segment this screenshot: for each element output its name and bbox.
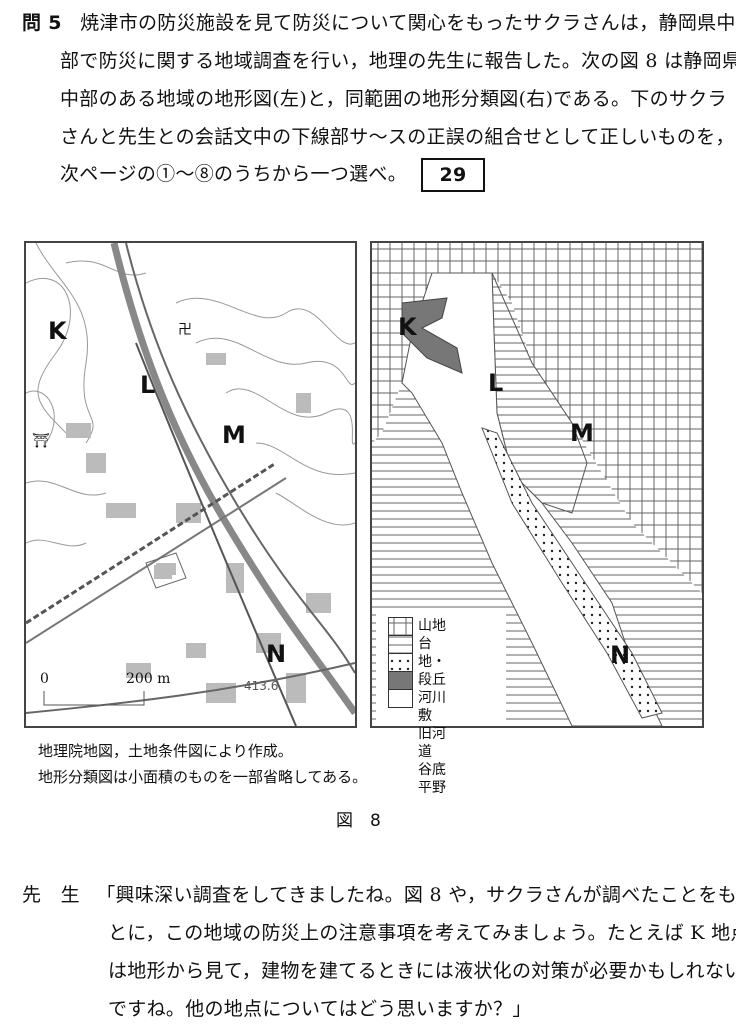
dialogue-line-2: とに，この地域の防災上の注意事項を考えてみましょう。たとえば K 地点 [108,922,736,944]
question-line-2: 部で防災に関する地域調査を行い，地理の先生に報告した。次の図 8 は静岡県 [60,50,736,72]
old-river-channel-area [401,297,463,374]
legend-mountain: 山地 [418,618,446,634]
legend-swatch-riverbed [388,653,413,672]
landform-map: K L M N 山地 台地・段丘 河川敷 旧河道 谷底平野 [370,241,704,796]
legend-terrace: 台地・段丘 [418,636,446,688]
map-point-m: M [222,421,246,449]
question-line-5: 次ページの①～⑧のうちから一つ選べ。29 [60,158,486,192]
scale-end: 200 m [126,671,171,687]
dialogue-line-4: ですね。他の地点についてはどう思いますか？」 [108,998,532,1020]
scale-start: 0 [40,671,49,687]
dialogue-line-3: は地形から見て，建物を建てるときには液状化の対策が必要かもしれない [108,960,736,982]
temple-icon: 卍 [178,322,192,338]
riverbed-area [481,427,663,719]
map-point-n: N [610,641,631,669]
figure-label: 図 8 [336,811,381,831]
map-point-n: N [266,640,287,668]
question-number: 問 5 [22,12,62,34]
legend-swatch-mountain [388,617,413,636]
legend-swatch-old-channel [388,671,413,690]
speaker: 先 生 [22,884,80,906]
mountain-area [372,243,702,593]
caption-note: 地形分類図は小面積のものを一部省略してある。 [38,768,368,786]
legend-valley-plain: 谷底平野 [418,762,446,796]
caption-source: 地理院地図，土地条件図により作成。 [38,742,293,760]
question-line-3: 中部のある地域の地形図(左)と，同範囲の地形分類図(右)である。下のサクラ [60,88,727,110]
legend-swatch-valley-plain [388,689,413,708]
shrine-icon: ⛩ [32,433,50,449]
legend-old-channel: 旧河道 [418,726,446,760]
map-point-k: K [398,313,417,341]
question-line-1: 問 5 焼津市の防災施設を見て防災について関心をもったサクラさんは，静岡県中 [22,12,736,34]
legend-riverbed: 河川敷 [418,690,446,724]
legend-swatch-terrace [388,635,413,654]
answer-box[interactable]: 29 [421,158,486,192]
topographic-map: K L M N 卍 ⛩ 0 200 m 413.6 [24,241,358,728]
map-point-k: K [48,317,67,345]
topographic-map-drawing [25,242,358,727]
map-point-l: L [488,369,504,397]
elevation-point: 413.6 [244,679,279,693]
dialogue-line-1: 先 生 「興味深い調査をしてきましたね。図 8 や，サクラさんが調べたことをも [22,884,736,906]
landform-map-drawing [372,243,702,727]
map-point-l: L [140,371,156,399]
question-line-4: さんと先生との会話文中の下線部サ～スの正誤の組合せとして正しいものを， [60,126,735,148]
map-point-m: M [570,419,594,447]
